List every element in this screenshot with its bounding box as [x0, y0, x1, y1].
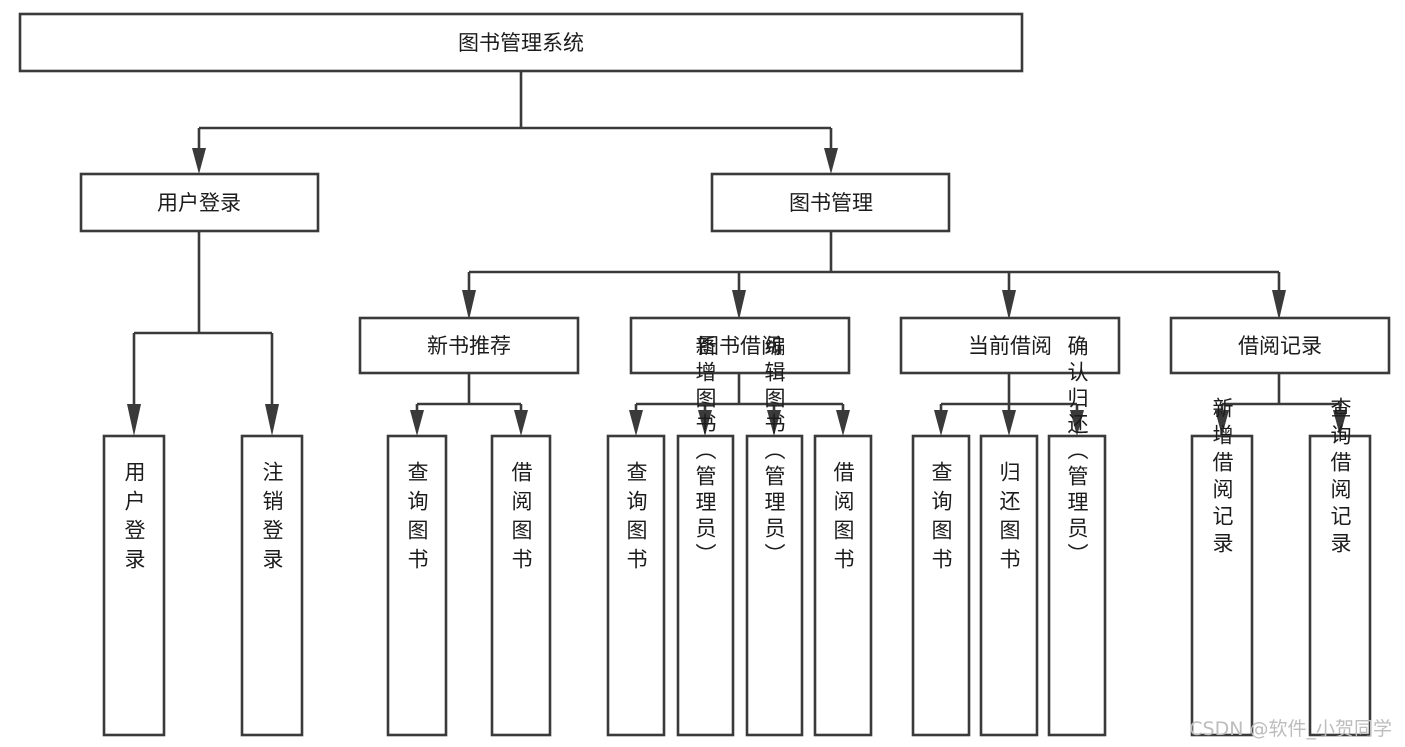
node-leaf-user-login[interactable]: 用户登录	[102, 434, 166, 737]
arrow-head-leaf-query-book-1	[410, 410, 424, 436]
node-leaf-add-book-box[interactable]	[676, 434, 735, 737]
node-leaf-borrow-book-2-label: 借阅图书	[831, 461, 855, 577]
node-leaf-query-book-1-box[interactable]	[386, 434, 448, 737]
node-leaf-user-logout-label: 注销登录	[260, 461, 284, 577]
node-borrow-record-label: 借阅记录	[1238, 334, 1322, 358]
arrow-head-current-borrow	[1002, 290, 1016, 320]
node-leaf-query-book-3[interactable]: 查询图书	[911, 434, 971, 737]
node-user-login[interactable]: 用户登录	[79, 172, 320, 233]
csdn-watermark: CSDN @软件_小贺同学	[1189, 718, 1392, 740]
arrow-head-leaf-edit-book	[767, 410, 781, 436]
node-root-label: 图书管理系统	[458, 31, 584, 55]
node-leaf-return-book-box[interactable]	[979, 434, 1039, 737]
arrow-head-leaf-borrow-book-1	[514, 410, 528, 436]
node-leaf-borrow-book-1-box[interactable]	[490, 434, 552, 737]
node-leaf-query-record[interactable]: 查询借阅记录	[1308, 397, 1372, 737]
node-leaf-user-logout-box[interactable]	[240, 434, 304, 737]
node-book-borrow-box[interactable]	[629, 316, 851, 375]
node-book-borrow[interactable]: 图书借阅	[629, 316, 851, 375]
node-leaf-query-book-1[interactable]: 查询图书	[386, 434, 448, 737]
node-leaf-add-record-box[interactable]	[1190, 434, 1254, 737]
node-current-borrow-label: 当前借阅	[968, 334, 1052, 358]
arrow-head-leaf-borrow-book-2	[836, 410, 850, 436]
arrow-head-user-login	[192, 148, 206, 174]
connector-layer	[127, 71, 1347, 436]
arrow-head-leaf-user-login	[127, 404, 141, 436]
node-leaf-query-record-label: 查询借阅记录	[1328, 397, 1352, 559]
node-leaf-add-record-label: 新增借阅记录	[1210, 397, 1234, 559]
arrow-head-book-borrow	[732, 290, 746, 320]
node-leaf-edit-book-label: 编辑图书（管理员）	[762, 335, 786, 569]
node-leaf-query-book-2-box[interactable]	[606, 434, 666, 737]
node-leaf-edit-book-box[interactable]	[745, 434, 804, 737]
node-leaf-query-record-box[interactable]	[1308, 434, 1372, 737]
node-current-borrow[interactable]: 当前借阅	[899, 316, 1121, 375]
node-leaf-query-book-2-label: 查询图书	[624, 461, 648, 577]
arrow-head-leaf-query-book-3	[934, 410, 948, 436]
node-leaf-user-logout[interactable]: 注销登录	[240, 434, 304, 737]
node-leaf-borrow-book-1-label: 借阅图书	[509, 461, 533, 577]
node-leaf-add-book-label: 新增图书（管理员）	[693, 335, 717, 569]
node-current-borrow-box[interactable]	[899, 316, 1121, 375]
node-leaf-confirm-return-label: 确认归还（管理员）	[1065, 335, 1089, 569]
node-leaf-borrow-book-2[interactable]: 借阅图书	[813, 434, 873, 737]
arrow-head-leaf-confirm-return	[1070, 410, 1084, 436]
node-root-box[interactable]	[18, 12, 1024, 73]
arrow-head-new-book-recommend	[462, 290, 476, 320]
arrow-head-book-manage	[824, 148, 838, 174]
node-book-manage-box[interactable]	[710, 172, 951, 233]
node-leaf-query-book-1-label: 查询图书	[405, 461, 429, 577]
node-user-login-label: 用户登录	[157, 191, 241, 215]
node-leaf-return-book-label: 归还图书	[997, 461, 1021, 577]
arrow-head-leaf-query-book-2	[629, 410, 643, 436]
arrow-head-leaf-user-logout	[265, 404, 279, 436]
arrow-head-leaf-add-record	[1215, 410, 1229, 436]
node-leaf-borrow-book-2-box[interactable]	[813, 434, 873, 737]
node-leaf-user-login-box[interactable]	[102, 434, 166, 737]
arrow-head-leaf-return-book	[1002, 410, 1016, 436]
node-book-manage-label: 图书管理	[789, 191, 873, 215]
node-root[interactable]: 图书管理系统	[18, 12, 1024, 73]
node-leaf-query-book-2[interactable]: 查询图书	[606, 434, 666, 737]
node-leaf-query-book-3-box[interactable]	[911, 434, 971, 737]
node-leaf-add-book[interactable]: 新增图书（管理员）	[676, 335, 735, 737]
node-borrow-record-box[interactable]	[1169, 316, 1391, 375]
node-leaf-edit-book[interactable]: 编辑图书（管理员）	[745, 335, 804, 737]
node-leaf-return-book[interactable]: 归还图书	[979, 434, 1039, 737]
node-user-login-box[interactable]	[79, 172, 320, 233]
node-borrow-record[interactable]: 借阅记录	[1169, 316, 1391, 375]
node-leaf-confirm-return[interactable]: 确认归还（管理员）	[1047, 335, 1107, 737]
node-book-borrow-label: 图书借阅	[698, 334, 782, 358]
node-leaf-query-book-3-label: 查询图书	[929, 461, 953, 577]
node-new-book-recommend-box[interactable]	[358, 316, 580, 375]
node-new-book-recommend-label: 新书推荐	[427, 334, 511, 358]
node-leaf-add-record[interactable]: 新增借阅记录	[1190, 397, 1254, 737]
arrow-head-leaf-query-record	[1333, 410, 1347, 436]
node-new-book-recommend[interactable]: 新书推荐	[358, 316, 580, 375]
node-leaf-user-login-label: 用户登录	[122, 461, 146, 577]
node-book-manage[interactable]: 图书管理	[710, 172, 951, 233]
arrow-head-leaf-add-book	[698, 410, 712, 436]
node-leaf-borrow-book-1[interactable]: 借阅图书	[490, 434, 552, 737]
node-leaf-confirm-return-box[interactable]	[1047, 434, 1107, 737]
arrow-head-borrow-record	[1272, 290, 1286, 320]
